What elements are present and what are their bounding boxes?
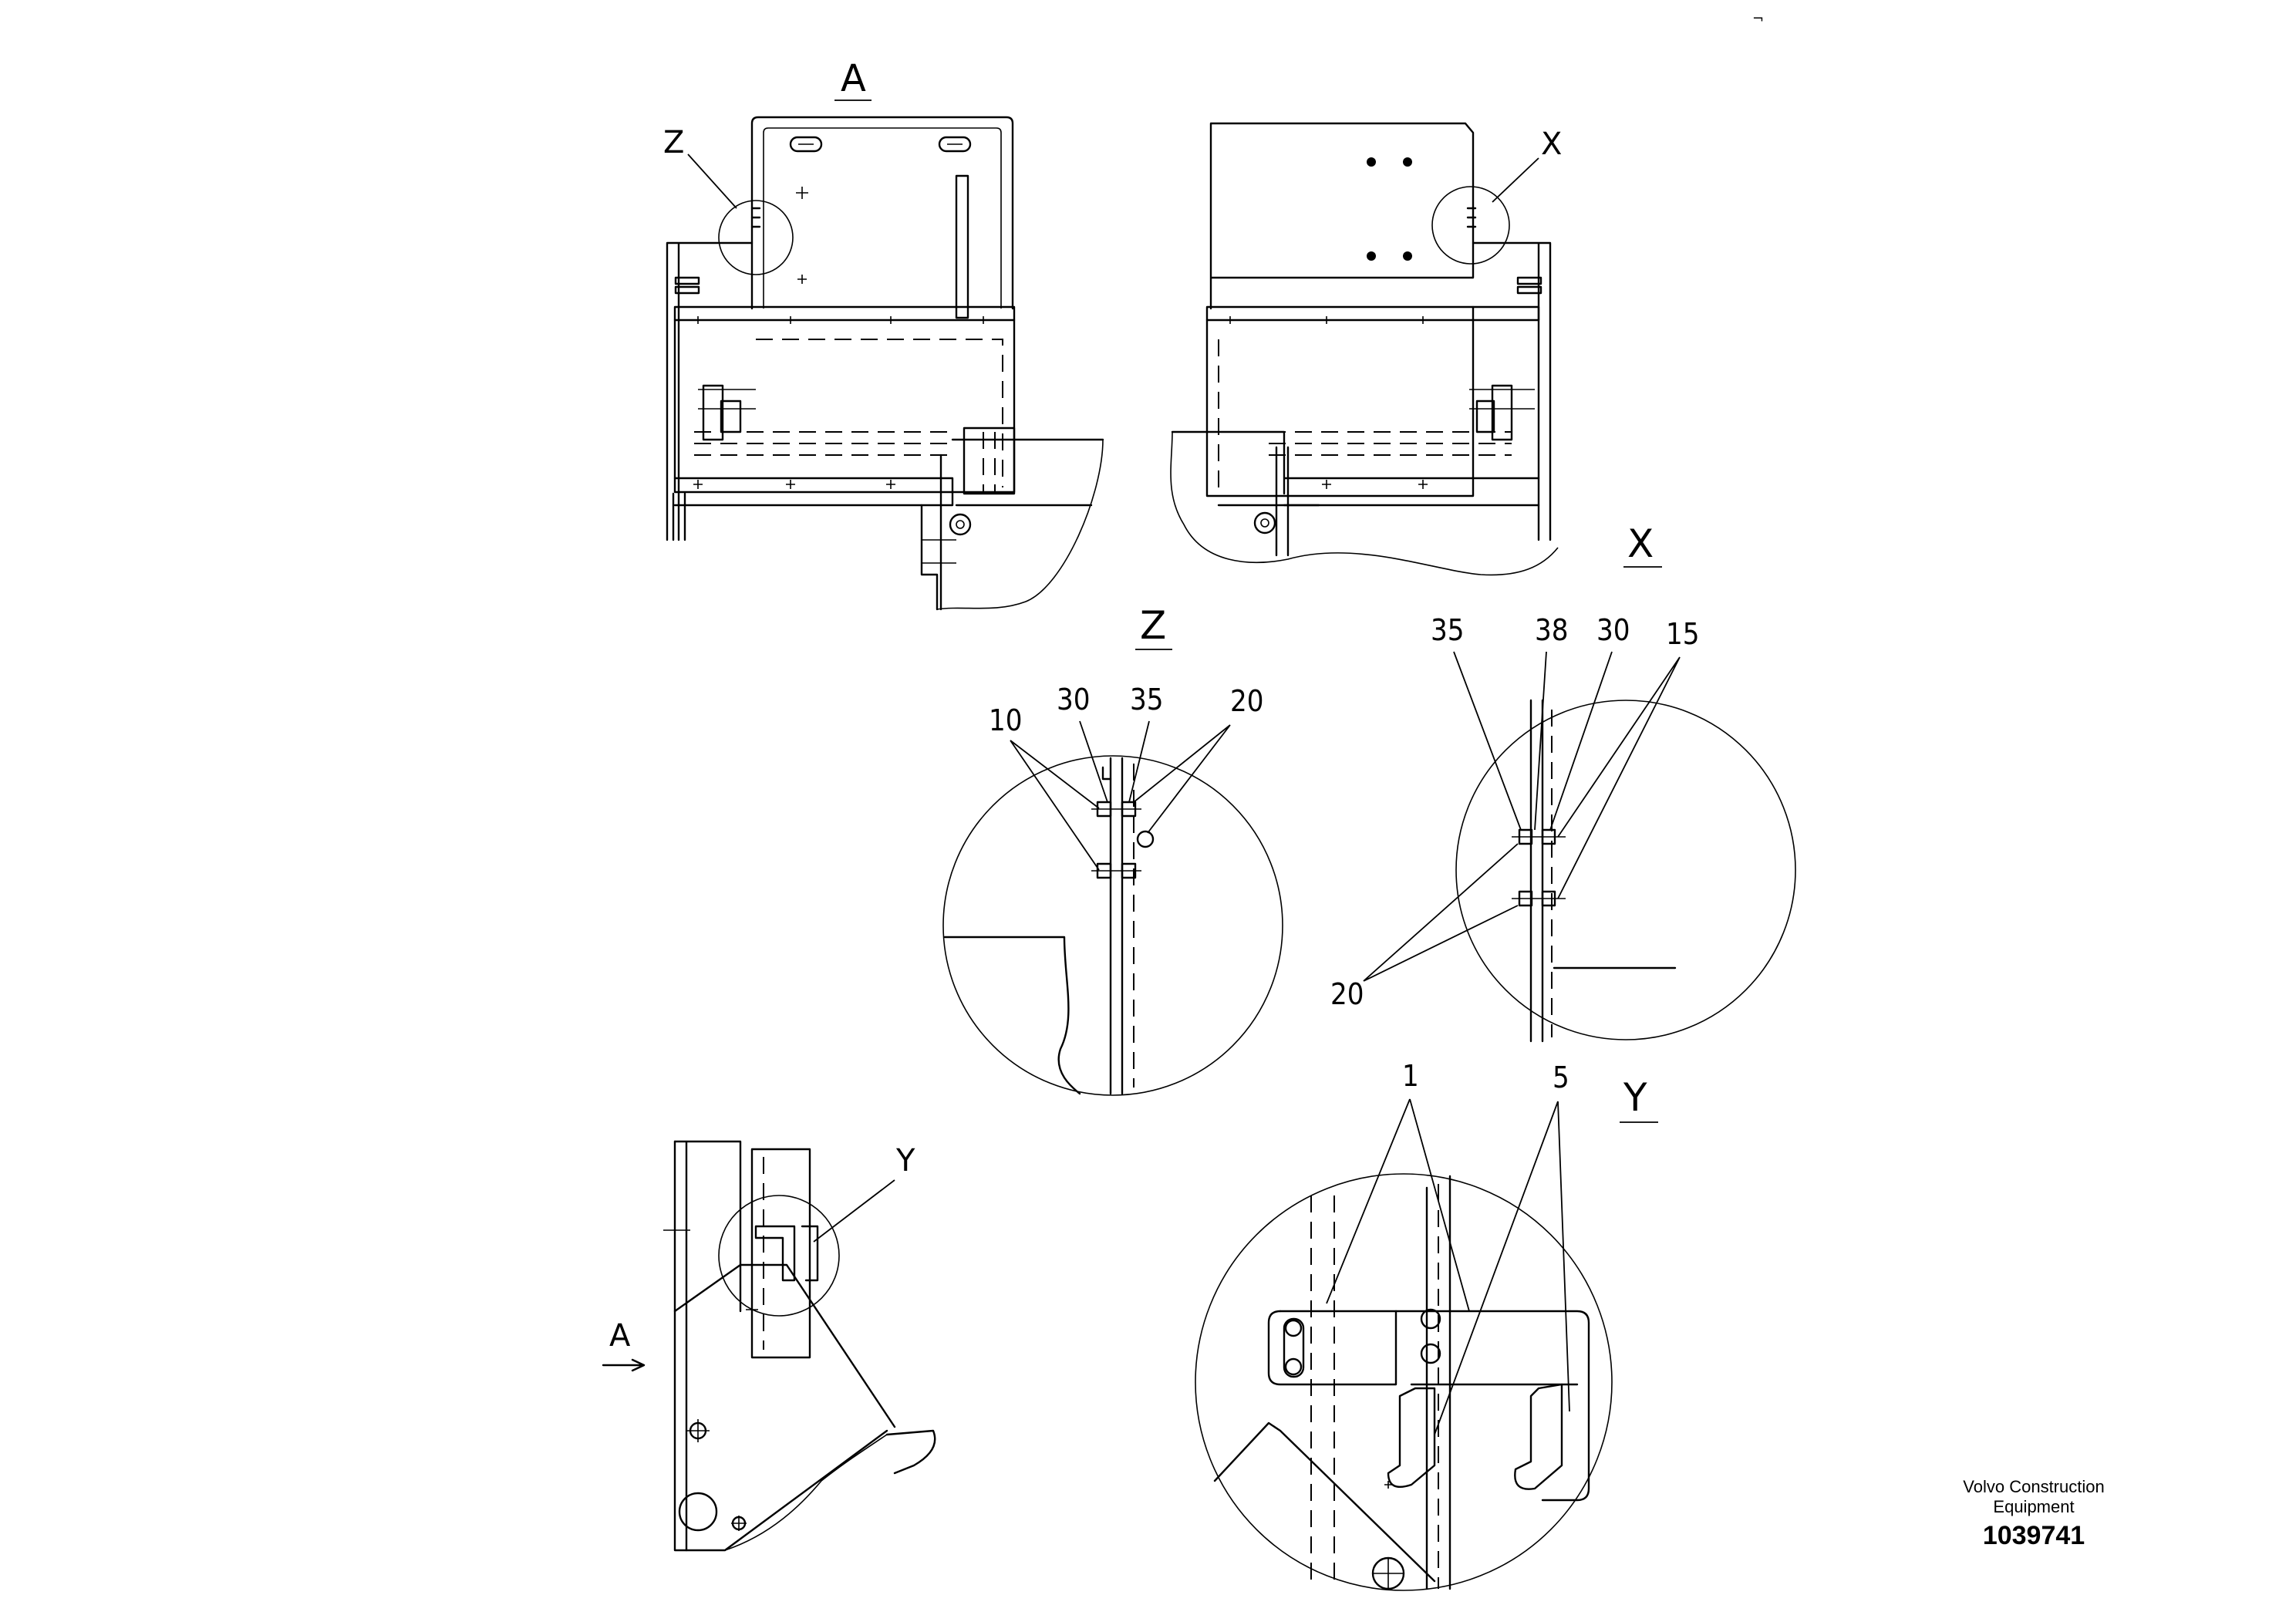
view-a-title: A (841, 57, 866, 100)
x-item-15: 15 (1666, 617, 1700, 651)
z-item-10: 10 (989, 703, 1023, 737)
corner-mark: ¬ (1752, 11, 1764, 27)
z-item-30: 30 (1057, 683, 1091, 717)
drawing-number: 1039741 (1983, 1521, 2085, 1550)
x-item-30: 30 (1596, 613, 1630, 647)
detail-x-drawing (1455, 699, 1796, 1043)
detail-x-labels: 35 38 30 15 20 (1330, 613, 1700, 1011)
company-name-line1: Volvo Construction (1963, 1477, 2104, 1496)
arrow-a-label: A (609, 1318, 631, 1354)
detail-y-labels: 1 5 (1326, 1059, 1570, 1435)
callout-x: X (1541, 126, 1562, 162)
y-item-5: 5 (1553, 1061, 1569, 1094)
x-item-38: 38 (1535, 613, 1569, 647)
title-block: Volvo Construction Equipment 1039741 (1963, 1477, 2104, 1550)
side-view (663, 1140, 936, 1552)
callout-y: Y (895, 1143, 915, 1179)
view-z-title: Z (1140, 603, 1166, 648)
detail-z-drawing (942, 755, 1283, 1096)
view-a-rear (1170, 122, 1559, 576)
detail-y-drawing (1195, 1173, 1613, 1591)
leader-y (813, 1179, 895, 1243)
leader-z (687, 153, 737, 209)
view-a-front (666, 116, 1104, 611)
z-item-20: 20 (1230, 684, 1264, 718)
z-item-35: 35 (1130, 683, 1164, 717)
leader-x (1492, 157, 1539, 203)
callout-z: Z (663, 125, 684, 160)
x-item-20: 20 (1330, 977, 1364, 1011)
view-direction-arrow (602, 1358, 646, 1372)
y-item-1: 1 (1402, 1059, 1419, 1093)
company-name-line2: Equipment (1993, 1497, 2074, 1516)
view-y-title: Y (1623, 1075, 1647, 1120)
view-x-title: X (1627, 521, 1654, 566)
detail-z-labels: 10 30 35 20 (989, 683, 1264, 871)
x-item-35: 35 (1431, 613, 1465, 647)
